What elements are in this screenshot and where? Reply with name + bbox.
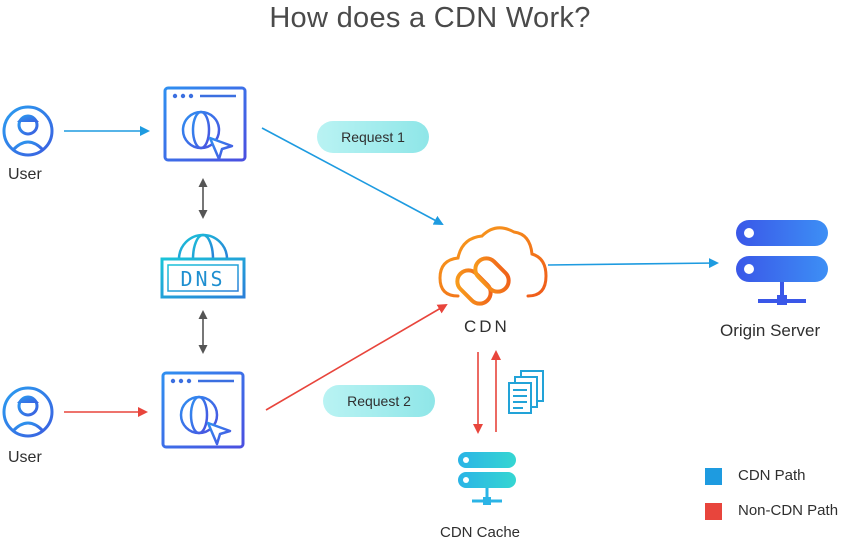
legend-swatch-cdn-path bbox=[705, 468, 722, 485]
dns-icon bbox=[160, 233, 246, 299]
user-bottom-icon bbox=[2, 386, 54, 438]
arrow-request-2 bbox=[265, 303, 448, 411]
origin-server-label: Origin Server bbox=[720, 321, 821, 340]
user-top-label: User bbox=[8, 166, 42, 183]
arrow-request-1 bbox=[261, 127, 444, 225]
browser-top-icon bbox=[163, 86, 247, 162]
user-top-icon bbox=[2, 105, 54, 157]
legend-label-cdn-path: CDN Path bbox=[738, 467, 806, 484]
user-bottom-label: User bbox=[8, 449, 42, 466]
cdn-cache-label: CDN Cache bbox=[440, 524, 521, 541]
request-2-badge: Request 2 bbox=[323, 385, 435, 417]
cdn-cache-icon bbox=[458, 452, 516, 505]
dns-label: DNS bbox=[180, 267, 225, 291]
diagram-title: How does a CDN Work? bbox=[269, 2, 591, 34]
documents-icon bbox=[508, 370, 544, 414]
cdn-label: CDN bbox=[464, 317, 510, 336]
browser-bottom-icon bbox=[161, 371, 245, 449]
origin-server-icon bbox=[736, 220, 828, 305]
legend-swatch-non-cdn-path bbox=[705, 503, 722, 520]
legend-label-non-cdn-path: Non-CDN Path bbox=[738, 502, 839, 519]
request-1-badge: Request 1 bbox=[317, 121, 429, 153]
arrow-cdn-to-origin bbox=[547, 258, 719, 269]
cdn-cloud-icon bbox=[438, 226, 548, 306]
